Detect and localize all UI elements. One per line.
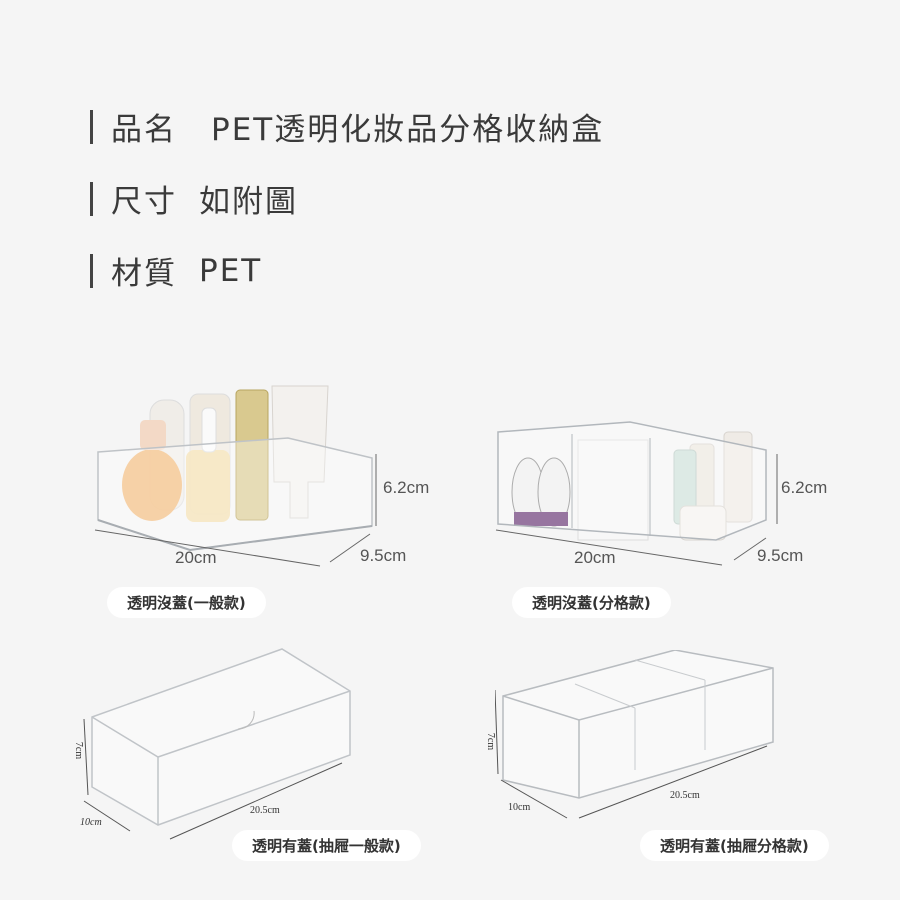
depth-label: 9.5cm (360, 546, 407, 565)
width-label: 20.5cm (250, 805, 280, 816)
spec-key: 材質 (111, 256, 177, 292)
spec-divider (90, 253, 93, 288)
height-label: 6.2cm (383, 478, 430, 497)
drawer-box-divided-image (495, 650, 774, 819)
spec-value: 如附圖 (199, 184, 298, 220)
product-label-drawer-plain: 透明有蓋(抽屜一般款) (232, 830, 421, 861)
width-label: 20cm (175, 548, 217, 567)
open-box-divided-image (495, 421, 778, 566)
depth-label: 10cm (508, 802, 531, 813)
spec-value: PET透明化妝品分格收納盒 (211, 112, 605, 148)
width-label: 20.5cm (670, 790, 700, 801)
product-label-drawer-divided: 透明有蓋(抽屜分格款) (640, 830, 829, 861)
height-label: 6.2cm (781, 478, 828, 497)
height-label: 7cm (485, 732, 497, 751)
depth-label: 10cm (80, 817, 102, 828)
spec-key: 品名 (111, 112, 177, 148)
spec-value: PET (199, 252, 263, 289)
spec-key: 尺寸 (111, 184, 177, 220)
width-label: 20cm (574, 548, 616, 567)
depth-label: 9.5cm (757, 546, 804, 565)
height-label: 7cm (73, 741, 85, 760)
spec-size: 尺寸 如附圖 (90, 176, 298, 221)
spec-material: 材質 PET (90, 248, 262, 293)
open-box-plain-image (94, 385, 377, 567)
drawer-box-plain-image (83, 648, 351, 840)
spec-divider (90, 181, 93, 216)
product-label-open-plain: 透明沒蓋(一般款) (107, 587, 266, 618)
product-label-open-divided: 透明沒蓋(分格款) (512, 587, 671, 618)
spec-product-name: 品名 PET透明化妝品分格收納盒 (90, 104, 604, 149)
spec-divider (90, 109, 93, 144)
